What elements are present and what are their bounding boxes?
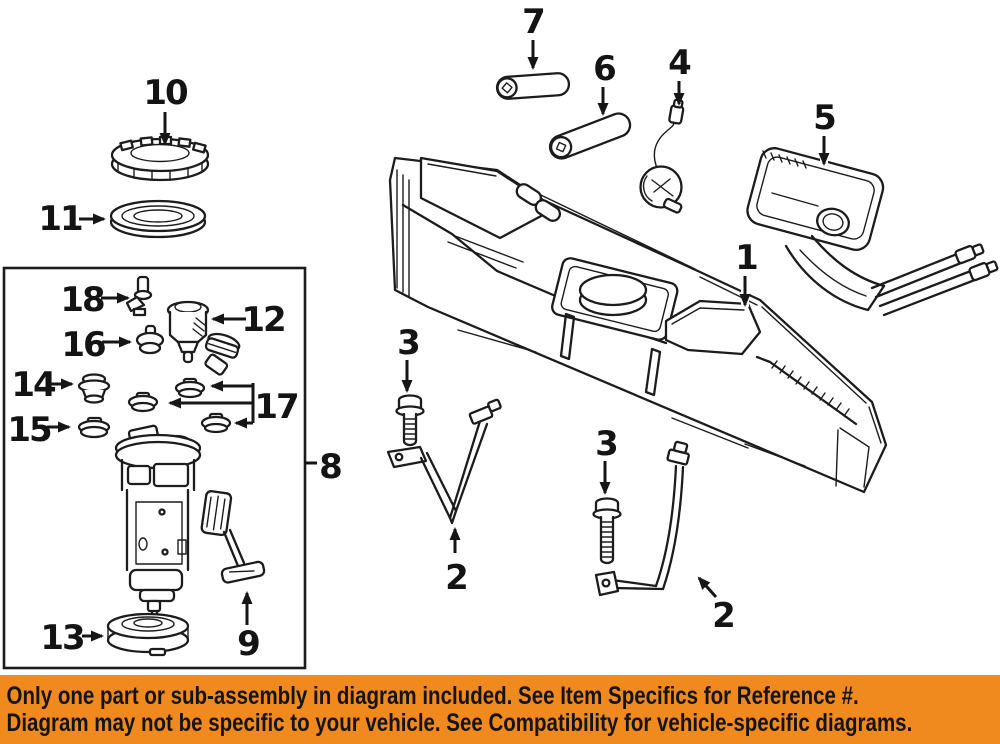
grommet-15-drawing [77, 416, 111, 439]
callout-arrows [47, 40, 830, 642]
parts-diagram-illustration: 10 11 18 12 16 14 15 17 8 13 9 7 6 4 5 1… [2, 2, 999, 670]
bolt-3-right-drawing [592, 497, 622, 565]
gasket-drawing [109, 199, 207, 239]
callout-16-label: 16 [61, 325, 105, 365]
fuel-pump-module-drawing [114, 424, 202, 628]
callout-13-label: 13 [40, 618, 83, 658]
callout-10-label: 10 [143, 73, 188, 113]
plug-fitting-drawing [204, 332, 241, 376]
fuel-cap-drawing [639, 98, 685, 214]
callout-3-right-label: 3 [595, 424, 617, 464]
tank-strap-left-drawing [386, 398, 502, 525]
valve-12-drawing [166, 300, 210, 364]
callout-9-label: 9 [237, 624, 259, 664]
tank-strap-right-drawing [594, 440, 690, 597]
callout-14-label: 14 [11, 365, 56, 405]
callout-1-label: 1 [735, 238, 757, 278]
callout-2-left-label: 2 [445, 558, 467, 598]
callout-7-label: 7 [522, 2, 544, 42]
hose-6-drawing [548, 112, 632, 160]
callout-5-label: 5 [813, 98, 835, 138]
callout-8-label: 8 [319, 447, 341, 487]
callout-3-left-label: 3 [397, 323, 419, 363]
hose-7-drawing [495, 72, 571, 100]
fuel-tank-drawing [388, 156, 888, 494]
disclaimer-line-1: Only one part or sub-assembly in diagram… [6, 682, 859, 710]
disclaimer-banner: Only one part or sub-assembly in diagram… [0, 675, 1000, 744]
filler-neck-drawing [746, 147, 999, 317]
grommet-14-drawing [77, 373, 111, 404]
callout-numbers: 10 11 18 12 16 14 15 17 8 13 9 7 6 4 5 1… [7, 2, 837, 664]
callout-17-label: 17 [254, 387, 297, 427]
grommet-16-drawing [135, 324, 165, 355]
lock-ring-drawing [110, 135, 210, 182]
callout-15-label: 15 [7, 410, 51, 450]
sub-assembly-box [2, 266, 307, 670]
float-arm-drawing [200, 490, 266, 584]
callout-2-right-label: 2 [712, 596, 734, 636]
valve-18-drawing [125, 275, 153, 317]
bolt-3-left-drawing [395, 394, 425, 447]
callout-12-label: 12 [241, 300, 284, 340]
callout-11-label: 11 [38, 199, 82, 239]
grommets-17-drawing [127, 377, 232, 434]
callout-4-label: 4 [668, 43, 691, 83]
disclaimer-line-2: Diagram may not be specific to your vehi… [6, 709, 913, 737]
strainer-13-drawing [106, 612, 190, 657]
callout-6-label: 6 [593, 49, 615, 89]
callout-18-label: 18 [60, 280, 104, 320]
